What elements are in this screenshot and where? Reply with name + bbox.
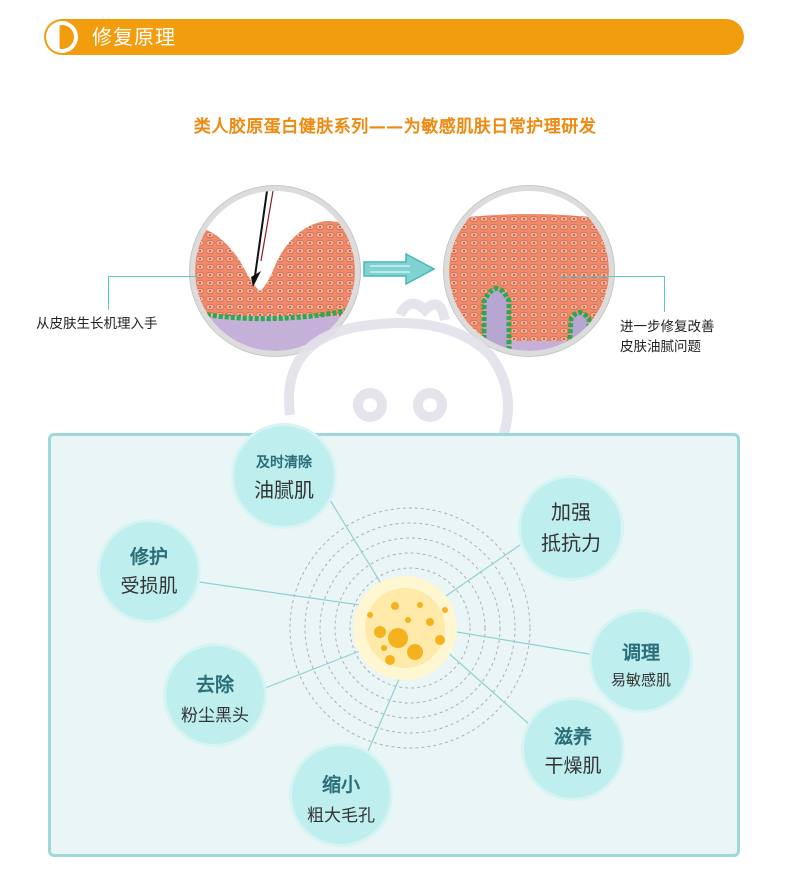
left-connector-line bbox=[108, 276, 198, 277]
damaged-skin-illustration bbox=[190, 186, 360, 356]
mascot-watermark bbox=[284, 298, 513, 447]
benefit-subtitle: 粗大毛孔 bbox=[307, 806, 375, 826]
benefit-title: 滋养 bbox=[553, 726, 592, 748]
benefit-subtitle: 粉尘黑头 bbox=[181, 706, 249, 726]
repaired-skin-illustration bbox=[444, 186, 614, 356]
left-connector-drop bbox=[108, 276, 109, 310]
benefit-title: 缩小 bbox=[321, 774, 360, 796]
subtitle: 类人胶原蛋白健肤系列——为敏感肌肤日常护理研发 bbox=[193, 117, 597, 137]
section-title: 修复原理 bbox=[92, 25, 176, 49]
benefit-title: 修护 bbox=[129, 546, 168, 568]
right-caption-line2: 皮肤油腻问题 bbox=[620, 339, 701, 355]
benefit-bubble-damaged: 修护 受损肌 bbox=[100, 522, 198, 620]
benefit-bubble-pores: 缩小 粗大毛孔 bbox=[292, 746, 390, 844]
benefit-subtitle: 抵抗力 bbox=[541, 531, 601, 555]
right-caption-line1: 进一步修复改善 bbox=[620, 319, 715, 335]
benefit-title: 去除 bbox=[195, 674, 234, 696]
benefit-subtitle: 受损肌 bbox=[120, 575, 178, 597]
header-circle-icon bbox=[46, 21, 78, 53]
benefit-title: 调理 bbox=[621, 642, 660, 664]
benefit-bubble-blackheads: 去除 粉尘黑头 bbox=[166, 646, 264, 744]
benefit-title: 及时清除 bbox=[256, 455, 312, 471]
section-header-bar bbox=[44, 19, 744, 55]
benefit-bubble-oily: 及时清除 油腻肌 bbox=[234, 426, 334, 526]
right-connector-line bbox=[560, 276, 664, 277]
right-connector-drop bbox=[664, 276, 665, 312]
benefit-bubble-sensitive: 调理 易敏感肌 bbox=[592, 612, 690, 710]
benefit-bubble-dry: 滋养 干燥肌 bbox=[524, 700, 622, 798]
benefit-title: 加强 bbox=[551, 500, 591, 524]
benefit-subtitle: 干燥肌 bbox=[544, 755, 602, 777]
benefit-subtitle: 油腻肌 bbox=[254, 478, 314, 502]
benefit-bubble-resistance: 加强 抵抗力 bbox=[521, 478, 621, 578]
left-caption: 从皮肤生长机理入手 bbox=[36, 316, 158, 332]
benefit-subtitle: 易敏感肌 bbox=[610, 671, 671, 689]
progress-arrow-icon bbox=[363, 252, 436, 286]
